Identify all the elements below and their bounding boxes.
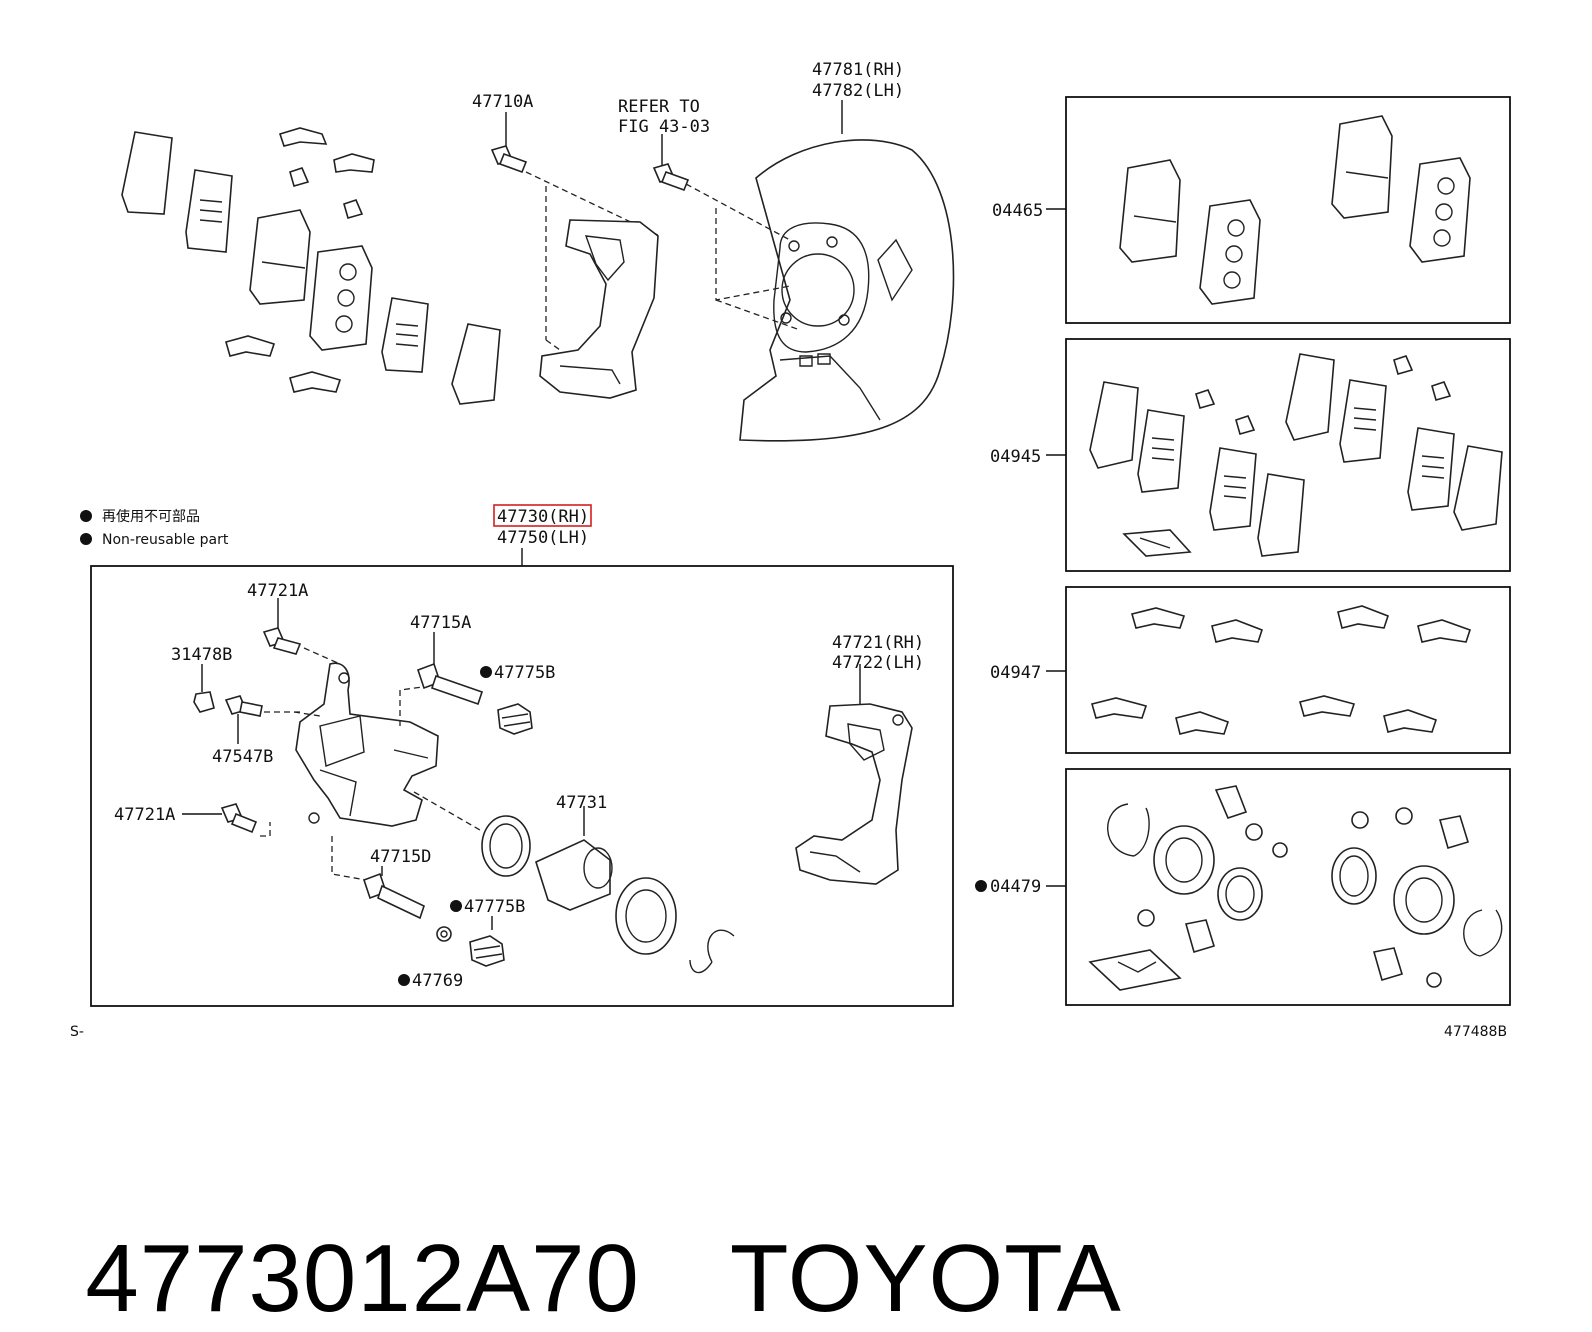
shim-4: [451, 323, 501, 405]
label-47721-rh: 47721(RH): [832, 633, 924, 653]
label-47715A: 47715A: [410, 613, 471, 633]
bolt-47721A-top: [262, 598, 302, 655]
kit-04947: [1046, 586, 1511, 754]
kit-04465: [1046, 96, 1511, 324]
shim-1: [121, 131, 173, 215]
highlight-47730: [493, 504, 592, 527]
brake-pad-1: [249, 209, 311, 305]
clip-2: [333, 153, 375, 173]
dot-47775B-bottom: [450, 900, 462, 912]
dot-47769: [398, 974, 410, 986]
bolt-47710A: [490, 112, 661, 237]
bushing-47769: [436, 926, 452, 942]
label-04947: 04947: [990, 663, 1041, 683]
legend: 再使用不可部品 Non-reusable part: [80, 508, 229, 548]
non-reusable-dot: [975, 880, 987, 892]
kit-04479: [1046, 768, 1511, 1006]
label-47710A: 47710A: [472, 92, 533, 112]
corner-mark-left: S-: [70, 1024, 84, 1040]
legend-jp: 再使用不可部品: [102, 508, 200, 525]
clip-5: [225, 335, 276, 357]
kit-04945: [1046, 338, 1511, 572]
pin-47715D: [362, 866, 425, 920]
backing-plate-1: [309, 245, 373, 351]
caliper-bracket-top: [539, 186, 659, 399]
clip-6: [289, 371, 342, 393]
legend-dot-en: [80, 533, 92, 545]
bolt-refer-fig: [652, 134, 690, 192]
clip-1: [278, 127, 328, 147]
bolt-47721A-left: [182, 803, 258, 834]
caliper-body: [260, 647, 481, 881]
label-47750-lh: 47750(LH): [497, 528, 589, 548]
label-04465: 04465: [992, 201, 1043, 221]
clip-4: [343, 199, 364, 219]
dot-47775B-top: [480, 666, 492, 678]
legend-dot-jp: [80, 510, 92, 522]
caliper-assembly-box: [90, 565, 954, 1007]
label-47731: 47731: [556, 793, 607, 813]
label-47782-lh: 47782(LH): [812, 81, 904, 101]
refer-line-1: REFER TO: [618, 97, 700, 117]
label-47721A-top: 47721A: [247, 581, 308, 601]
label-47721A-left: 47721A: [114, 805, 175, 825]
top-pad-cluster: [121, 127, 501, 405]
pin-47715A: [416, 632, 484, 706]
label-47769: 47769: [412, 971, 463, 991]
label-47547B: 47547B: [212, 747, 273, 767]
refer-line-2: FIG 43-03: [618, 117, 710, 137]
label-47730-rh: 47730(RH): [497, 507, 589, 527]
label-04479: 04479: [990, 877, 1041, 897]
dust-shield: [685, 100, 955, 442]
bleeder-47547B: [224, 695, 300, 744]
label-31478B: 31478B: [171, 645, 232, 665]
label-04945: 04945: [990, 447, 1041, 467]
label-47781-rh: 47781(RH): [812, 60, 904, 80]
caption-part-number: 4773012A70: [85, 1225, 640, 1332]
clip-3: [289, 167, 310, 187]
caption-brand: TOYOTA: [729, 1225, 1122, 1332]
label-47715D: 47715D: [370, 847, 431, 867]
label-47722-lh: 47722(LH): [832, 653, 924, 673]
label-47775B-bottom: 47775B: [464, 897, 525, 917]
legend-en: Non-reusable part: [102, 532, 229, 548]
bracket-47721: [795, 664, 913, 885]
figure-code: 477488B: [1444, 1024, 1507, 1040]
boot-47775B-bottom: [469, 916, 505, 967]
cap-31478B: [193, 664, 215, 713]
label-47775B-top: 47775B: [494, 663, 555, 683]
piston-47731: [481, 806, 735, 974]
boot-47775B-top: [497, 703, 533, 735]
